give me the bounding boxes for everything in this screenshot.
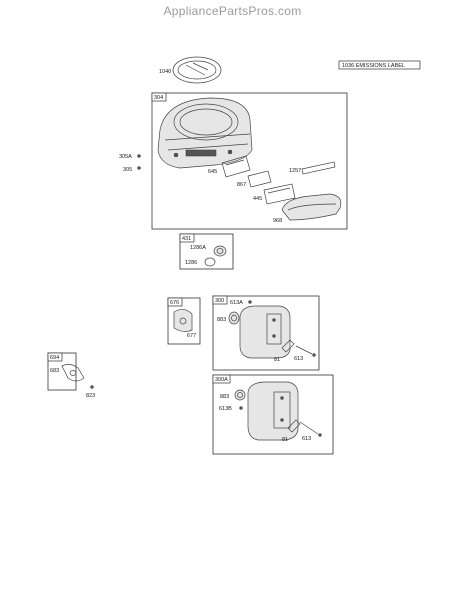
label-613: 613 xyxy=(294,356,303,362)
muffler-300a-drawing[interactable] xyxy=(247,381,299,441)
group-304-tag xyxy=(151,92,167,102)
label-645: 645 xyxy=(208,169,217,175)
label-305a: 305A xyxy=(119,154,132,160)
label-883: 883 xyxy=(217,317,226,323)
label-445: 445 xyxy=(253,196,262,202)
label-968: 968 xyxy=(273,218,282,224)
blower-housing-drawing[interactable] xyxy=(157,97,253,169)
part-883-flange[interactable] xyxy=(228,311,240,325)
label-867: 867 xyxy=(237,182,246,188)
part-968-guard[interactable] xyxy=(281,193,342,221)
group-304-box xyxy=(151,92,348,230)
label-613b: 613B xyxy=(219,406,232,412)
group-300-box xyxy=(212,295,320,371)
label-1286a: 1286A xyxy=(190,245,206,251)
part-694-gasket[interactable] xyxy=(61,364,85,382)
part-305-screw[interactable] xyxy=(137,166,141,170)
part-81-bracket[interactable] xyxy=(281,339,295,353)
part-1286a-fitting[interactable] xyxy=(213,245,227,257)
muffler-300-drawing[interactable] xyxy=(239,305,291,359)
group-300a-box xyxy=(212,374,334,455)
label-613a: 613A xyxy=(230,300,243,306)
group-300-tag xyxy=(212,295,228,305)
part-613-bolt[interactable] xyxy=(295,345,316,357)
label-683: 683 xyxy=(50,368,59,374)
label-823: 823 xyxy=(86,393,95,399)
label-305: 305 xyxy=(123,167,132,173)
part-867-plate[interactable] xyxy=(247,170,272,188)
part-1286-seal[interactable] xyxy=(204,257,216,267)
label-883-b: 883 xyxy=(220,394,229,400)
part-613b-bolt[interactable] xyxy=(239,406,243,410)
part-1040-ring[interactable] xyxy=(172,56,222,84)
part-445-plate[interactable] xyxy=(263,183,296,205)
part-1257-strip[interactable] xyxy=(301,161,336,175)
part-645-panel[interactable] xyxy=(221,155,251,178)
part-81-bracket-b[interactable] xyxy=(287,419,301,433)
site-title[interactable]: AppliancePartsPros.com xyxy=(163,4,302,18)
label-694: 694 xyxy=(50,355,59,361)
label-emissions: 1036 EMISSIONS LABEL xyxy=(342,63,405,69)
part-305a-screw[interactable] xyxy=(137,154,141,158)
part-676-guard[interactable] xyxy=(173,309,193,332)
label-431: 431 xyxy=(182,236,191,242)
part-883-flange-b[interactable] xyxy=(234,389,246,401)
part-613a-bolt[interactable] xyxy=(248,300,252,304)
label-81-b: 81 xyxy=(282,437,288,443)
group-676-tag xyxy=(167,297,183,307)
label-613-c: 613 xyxy=(302,436,311,442)
label-677: 677 xyxy=(187,333,196,339)
label-1286: 1286 xyxy=(185,260,197,266)
group-431-tag xyxy=(179,233,195,243)
part-613-bolt-b[interactable] xyxy=(299,421,322,437)
group-300a-tag xyxy=(212,374,231,384)
label-304: 304 xyxy=(154,95,163,101)
label-1257: 1257 xyxy=(289,168,301,174)
emissions-label-box[interactable] xyxy=(338,60,421,70)
label-300a: 300A xyxy=(215,377,228,383)
label-676: 676 xyxy=(170,300,179,306)
label-81: 81 xyxy=(274,357,280,363)
group-676-box xyxy=(167,297,201,345)
group-431-box xyxy=(179,233,234,270)
part-823-screw[interactable] xyxy=(90,385,94,389)
group-694-tag xyxy=(47,352,63,362)
label-1040: 1040 xyxy=(159,69,171,75)
label-300: 300 xyxy=(215,298,224,304)
